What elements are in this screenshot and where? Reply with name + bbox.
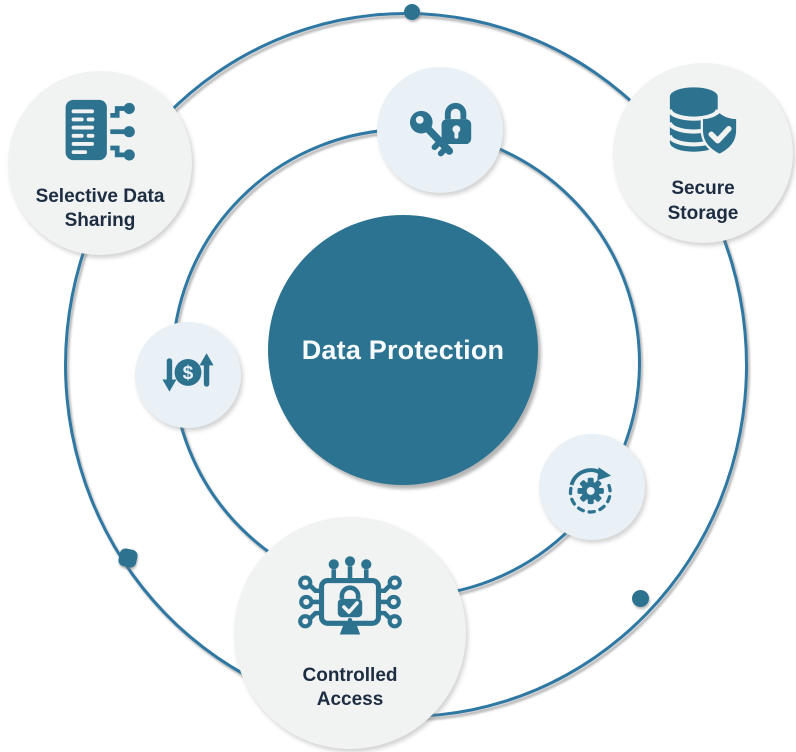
gear-rotate-icon — [559, 454, 625, 520]
database-shield-icon — [657, 80, 749, 172]
center-title: Data Protection — [301, 334, 505, 365]
orbit-dot-top — [404, 4, 420, 20]
document-data-share-icon — [57, 93, 143, 179]
node-selective-data-sharing: Selective Data Sharing — [8, 71, 192, 255]
node-process-gear — [539, 434, 645, 540]
monitor-lock-circuit-icon — [289, 554, 411, 656]
node-key-lock — [377, 67, 503, 193]
node-dollar-transfer: $ — [135, 322, 241, 428]
orbit-dot-right — [632, 590, 649, 607]
center-node-data-protection: Data Protection — [268, 215, 538, 485]
key-lock-icon — [401, 91, 479, 169]
node-label-selective-data-sharing: Selective Data Sharing — [35, 185, 165, 231]
node-label-controlled-access: Controlled Access — [302, 664, 398, 710]
node-label-secure-storage: Secure Storage — [667, 178, 739, 224]
node-secure-storage: Secure Storage — [613, 63, 793, 243]
dollar-transfer-icon: $ — [156, 343, 220, 407]
dollar-symbol: $ — [183, 363, 194, 384]
node-controlled-access: Controlled Access — [234, 517, 466, 749]
